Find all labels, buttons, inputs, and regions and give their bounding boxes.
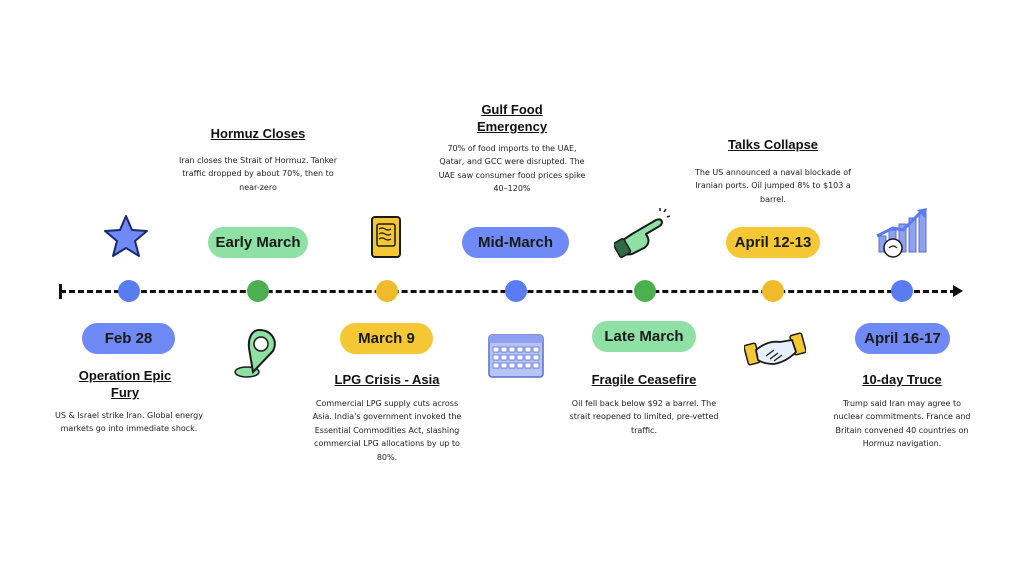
timeline-dot-6 bbox=[762, 280, 784, 302]
event-title: Fragile Ceasefire bbox=[591, 372, 697, 387]
growth-chart-icon bbox=[876, 208, 927, 258]
location-pin-icon bbox=[234, 328, 276, 378]
event-title: Gulf Food Emergency bbox=[476, 102, 548, 134]
event-date-pill: March 9 bbox=[340, 323, 433, 354]
event-description: The US announced a naval blockade of Ira… bbox=[695, 168, 851, 204]
timeline-dot-2 bbox=[247, 280, 269, 302]
event-title: Talks Collapse bbox=[727, 137, 819, 152]
star-icon bbox=[104, 215, 148, 257]
event-description: Oil fell back below $92 a barrel. The st… bbox=[569, 399, 719, 435]
handshake-icon bbox=[744, 332, 806, 366]
timeline-dot-1 bbox=[118, 280, 140, 302]
timeline-dot-5 bbox=[634, 280, 656, 302]
timeline-dot-4 bbox=[505, 280, 527, 302]
event-date-pill: Early March bbox=[208, 227, 308, 258]
event-description: Iran closes the Strait of Hormuz. Tanker… bbox=[178, 156, 337, 192]
event-title: Hormuz Closes bbox=[210, 126, 306, 141]
event-title: 10-day Truce bbox=[862, 372, 942, 387]
timeline-start-cap bbox=[59, 284, 62, 299]
event-date-pill: Mid-March bbox=[462, 227, 569, 258]
timeline-dot-3 bbox=[376, 280, 398, 302]
pointing-hand-icon bbox=[614, 208, 670, 258]
timeline-arrow-icon bbox=[953, 285, 963, 297]
document-icon bbox=[371, 216, 401, 258]
event-description: US & Israel strike Iran. Global energy m… bbox=[55, 411, 203, 434]
event-title: LPG Crisis - Asia bbox=[334, 372, 440, 387]
event-title: Operation Epic Fury bbox=[78, 368, 172, 400]
event-description: Trump said Iran may agree to nuclear com… bbox=[833, 399, 971, 449]
event-date-pill: Feb 28 bbox=[82, 323, 175, 354]
calendar-icon bbox=[488, 334, 544, 378]
event-description: Commercial LPG supply cuts across Asia. … bbox=[312, 399, 462, 462]
timeline-dot-7 bbox=[891, 280, 913, 302]
event-date-pill: April 12-13 bbox=[726, 227, 820, 258]
event-date-pill: April 16-17 bbox=[855, 323, 950, 354]
event-date-pill: Late March bbox=[592, 321, 696, 352]
event-description: 70% of food imports to the UAE, Qatar, a… bbox=[438, 144, 586, 194]
